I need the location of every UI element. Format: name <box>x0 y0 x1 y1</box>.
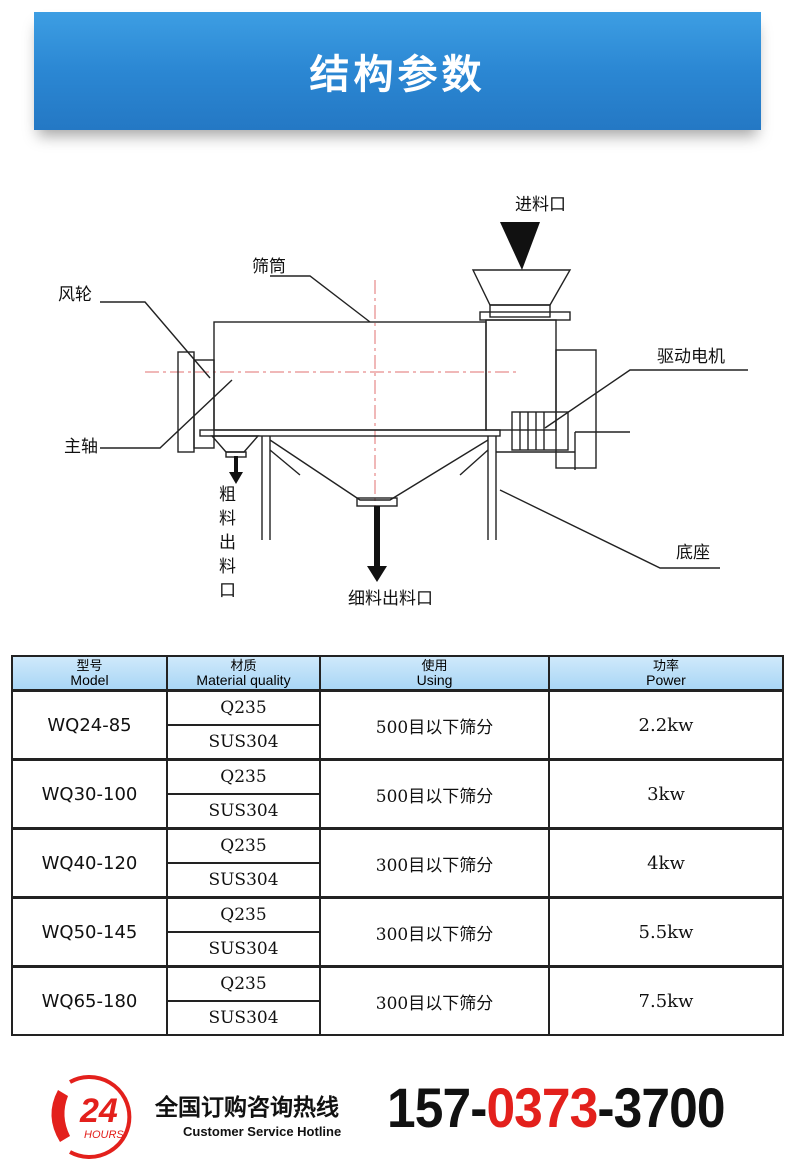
cell-using: 300目以下筛分 <box>319 965 550 1036</box>
fine-outlet-arrow <box>367 566 387 582</box>
cell-using: 500目以下筛分 <box>319 689 550 761</box>
phone-part-1: 157- <box>387 1076 487 1139</box>
cell-material: Q235 <box>166 827 321 864</box>
cell-material: SUS304 <box>166 1000 321 1036</box>
table-row: SUS304 <box>12 793 783 830</box>
cell-using: 300目以下筛分 <box>319 896 550 968</box>
cell-using: 300目以下筛分 <box>319 827 550 899</box>
cell-material: Q235 <box>166 689 321 726</box>
table-row: WQ30-100 Q235 500目以下筛分 3kw <box>11 758 784 830</box>
cell-material: SUS304 <box>166 862 321 899</box>
phone-part-2: 0373 <box>486 1076 598 1139</box>
cell-material: SUS304 <box>166 793 321 830</box>
label-coarse-outlet-2: 料 <box>219 509 236 529</box>
cell-power: 5.5kw <box>548 896 784 968</box>
table-row: SUS304 <box>12 931 783 968</box>
cell-material: Q235 <box>166 896 321 933</box>
cell-power: 3kw <box>548 758 784 830</box>
label-coarse-outlet-4: 料 <box>219 557 236 577</box>
coarse-outlet-arrow <box>229 472 243 484</box>
table-row: WQ50-145 Q235 300目以下筛分 5.5kw <box>11 896 784 968</box>
cell-material: SUS304 <box>166 931 321 968</box>
table-row: WQ40-120 Q235 300目以下筛分 4kw <box>11 827 784 899</box>
cell-power: 2.2kw <box>548 689 784 761</box>
24-hours-phone-icon: 24 HOURS <box>51 1075 132 1159</box>
cell-material: SUS304 <box>166 724 321 761</box>
label-drive-motor: 驱动电机 <box>657 347 725 367</box>
logo-number: 24 <box>79 1092 118 1130</box>
label-inlet: 进料口 <box>515 195 566 215</box>
cell-power: 7.5kw <box>548 965 784 1036</box>
table-row: SUS304 <box>12 724 783 761</box>
structure-diagram: 进料口 筛筒 风轮 驱动电机 主轴 底座 粗 料 出 料 口 细料出料口 <box>58 195 748 609</box>
table-row: WQ65-180 Q235 300目以下筛分 7.5kw <box>11 965 784 1036</box>
hotline-title: 全国订购咨询热线 <box>155 1095 339 1121</box>
banner-title: 结构参数 <box>309 52 486 98</box>
cell-model: WQ50-145 <box>11 896 168 968</box>
label-base: 底座 <box>676 543 710 563</box>
table-row: SUS304 <box>12 862 783 899</box>
section-banner: 结构参数 <box>34 12 761 130</box>
label-screen-drum: 筛筒 <box>252 257 286 277</box>
label-fan-wheel: 风轮 <box>58 285 92 305</box>
cell-model: WQ30-100 <box>11 758 168 830</box>
phone-part-3: -3700 <box>597 1076 725 1139</box>
cell-power: 4kw <box>548 827 784 899</box>
cell-model: WQ40-120 <box>11 827 168 899</box>
footer-hotline: 24 HOURS 全国订购咨询热线 Customer Service Hotli… <box>0 1060 790 1166</box>
table-row: SUS304 <box>12 1000 783 1036</box>
label-fine-outlet: 细料出料口 <box>348 589 433 609</box>
cell-model: WQ24-85 <box>11 689 168 761</box>
phone-number[interactable]: 157-0373-3700 <box>387 1075 725 1140</box>
label-main-shaft: 主轴 <box>64 437 98 457</box>
label-coarse-outlet-3: 出 <box>219 533 236 553</box>
logo-text: HOURS <box>84 1129 124 1141</box>
table-row: WQ24-85 Q235 500目以下筛分 2.2kw <box>11 689 784 761</box>
label-coarse-outlet-5: 口 <box>219 581 236 601</box>
cell-model: WQ65-180 <box>11 965 168 1036</box>
cell-material: Q235 <box>166 758 321 795</box>
cell-material: Q235 <box>166 965 321 1002</box>
cell-using: 500目以下筛分 <box>319 758 550 830</box>
inlet-cone <box>500 222 540 270</box>
hotline-subtitle: Customer Service Hotline <box>183 1124 342 1139</box>
label-coarse-outlet-1: 粗 <box>219 485 236 505</box>
